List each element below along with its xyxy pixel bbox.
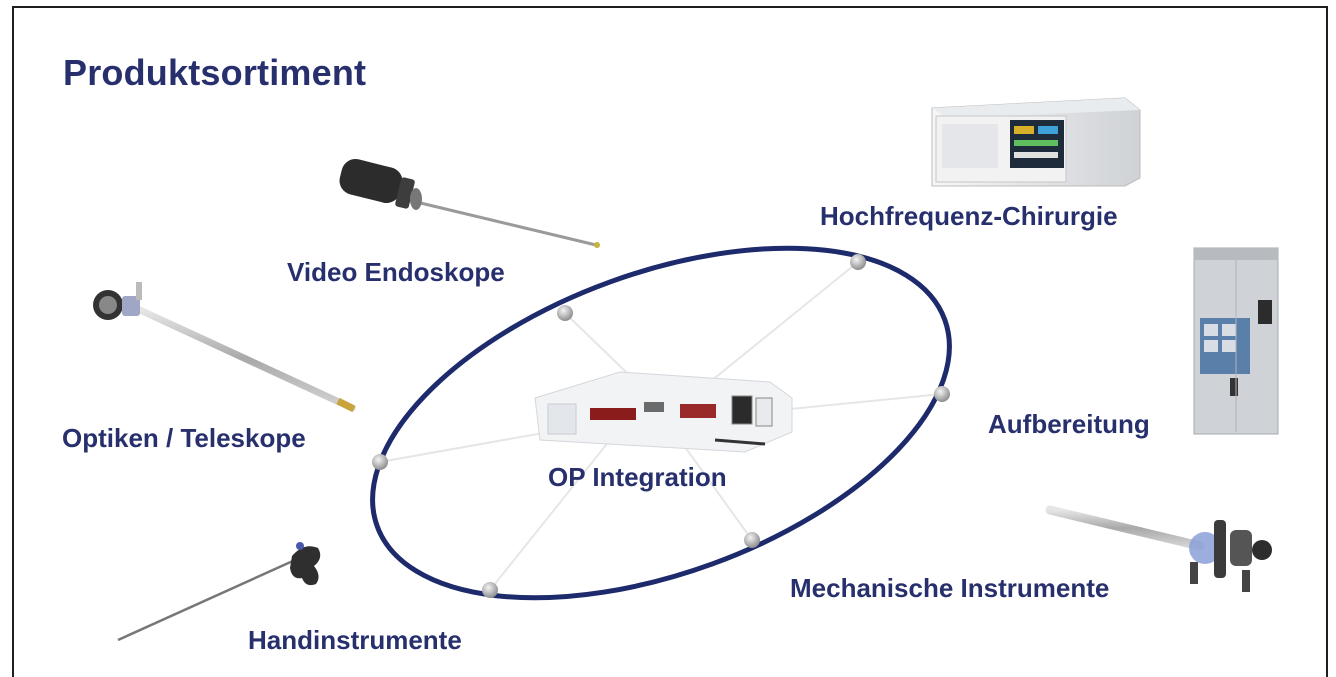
ring-node (934, 386, 950, 402)
ring-node (557, 305, 573, 321)
ring-node (482, 582, 498, 598)
video-endoscope-icon (339, 159, 600, 248)
label-op-integration: OP Integration (548, 462, 727, 492)
telescope-icon (93, 282, 356, 413)
reprocessing-unit-icon (1193, 247, 1279, 435)
op-integration-room-icon (534, 371, 793, 453)
label-hochfrequenz-chirurgie: Hochfrequenz-Chirurgie (820, 201, 1118, 231)
integration-ring (370, 245, 952, 601)
ring-node (744, 532, 760, 548)
mechanical-instrument-icon (1045, 505, 1272, 592)
connector-spokes (379, 261, 943, 591)
label-aufbereitung: Aufbereitung (988, 409, 1150, 439)
hf-generator-icon (931, 97, 1141, 187)
label-handinstrumente: Handinstrumente (248, 625, 462, 655)
hand-instrument-icon (117, 542, 321, 642)
ring-node (850, 254, 866, 270)
label-optiken-teleskope: Optiken / Teleskope (62, 423, 306, 453)
label-video-endoskope: Video Endoskope (287, 257, 505, 287)
label-mechanische-instrumente: Mechanische Instrumente (790, 573, 1110, 603)
ring-nodes (372, 254, 950, 598)
page-title: Produktsortiment (63, 52, 367, 93)
ring-node (372, 454, 388, 470)
